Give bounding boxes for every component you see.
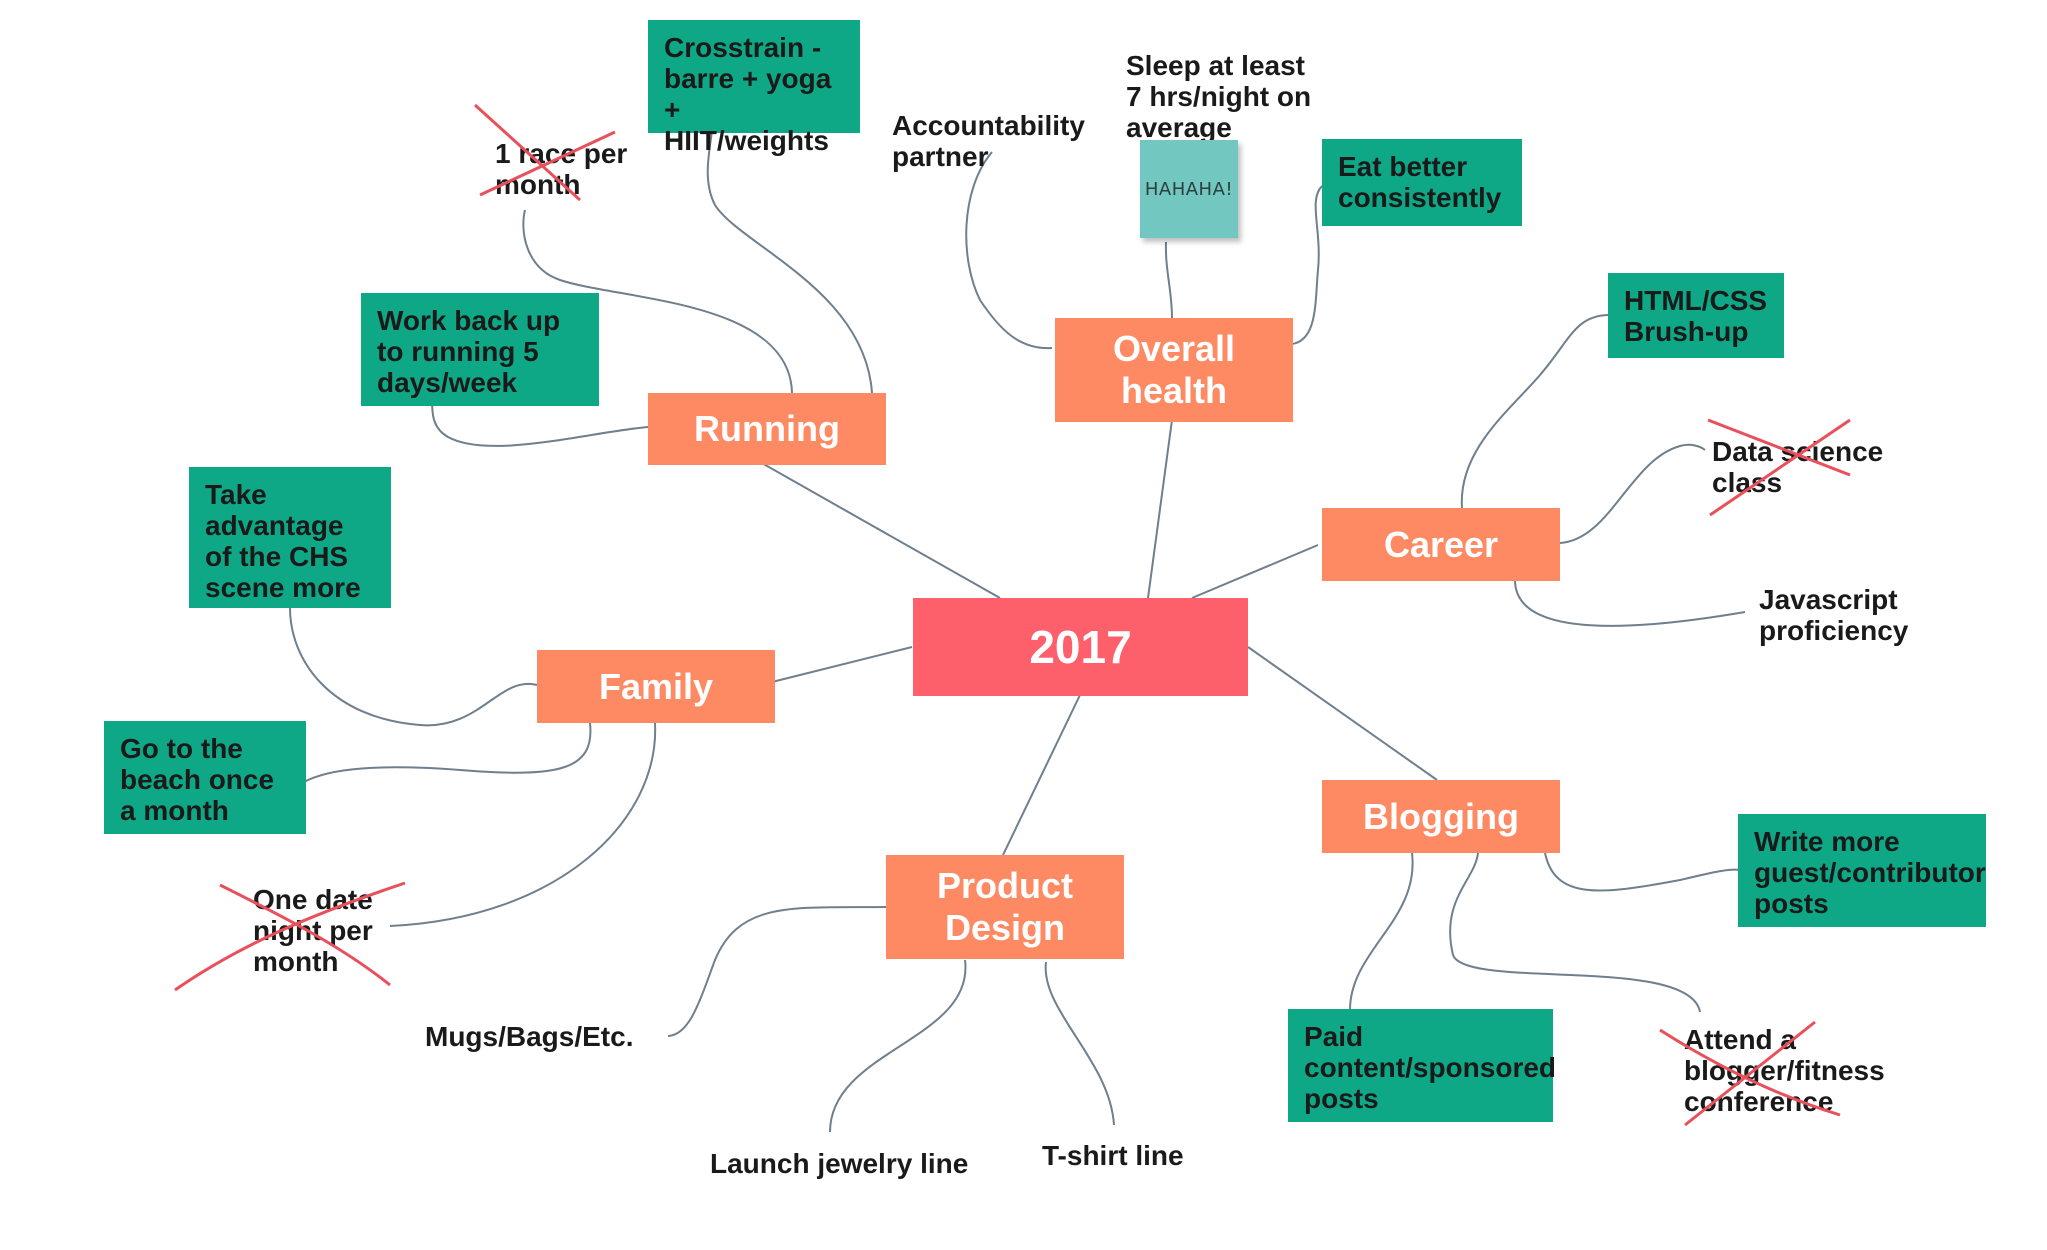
link-health-accountability [965,151,1053,350]
branch-family[interactable]: Family [537,650,775,723]
branch-product-design[interactable]: Product Design [886,855,1124,959]
link-product-mugs [667,906,887,1037]
leaf-html-css[interactable]: HTML/CSS Brush-up [1608,273,1784,358]
link-center-product [1002,694,1081,856]
branch-running[interactable]: Running [648,393,886,465]
link-center-running [759,461,1001,599]
leaf-jewelry-line[interactable]: Launch jewelry line [710,1148,969,1179]
link-center-career [1191,544,1319,599]
link-blogging-guest [1544,852,1741,892]
link-health-sleep [1164,241,1173,319]
link-running-work [431,404,649,447]
strike-mark-race [473,103,616,202]
leaf-crosstrain[interactable]: Crosstrain - barre + yoga + HIIT/weights [648,20,860,156]
link-product-jewelry [829,959,967,1133]
sticky-note[interactable]: HAHAHA! [1140,140,1238,238]
link-running-race [522,209,793,394]
link-career-html [1460,314,1609,509]
strike-mark-conference [1659,1020,1841,1127]
leaf-tshirt-line[interactable]: T-shirt line [1042,1140,1184,1171]
leaf-date-night[interactable]: One date night per month [253,884,373,977]
leaf-accountability[interactable]: Accountability partner [892,110,1085,172]
leaf-chs-scene[interactable]: Take advantage of the CHS scene more [189,467,391,608]
link-family-date [389,722,657,927]
link-product-tshirt [1044,961,1115,1126]
leaf-guest-posts[interactable]: Write more guest/contributor posts [1738,814,1986,927]
branch-blogging[interactable]: Blogging [1322,780,1560,853]
leaf-work-back-up[interactable]: Work back up to running 5 days/week [361,293,599,406]
leaf-javascript[interactable]: Javascript proficiency [1759,584,1909,646]
link-running-crosstrain [706,129,873,394]
link-center-blogging [1247,646,1438,781]
link-family-chs [289,607,538,727]
strike-mark-data-science [1707,418,1851,517]
link-center-family [771,646,913,683]
strike-mark-date-night [174,881,406,992]
leaf-sleep[interactable]: Sleep at least 7 hrs/night on average [1126,50,1312,143]
link-health-eat [1291,185,1323,345]
leaf-beach[interactable]: Go to the beach once a month [104,721,306,834]
leaf-eat-better[interactable]: Eat better consistently [1322,139,1522,226]
leaf-paid-content[interactable]: Paid content/sponsored posts [1288,1009,1556,1122]
link-family-beach [303,722,592,783]
link-career-data [1559,443,1706,544]
branch-overall-health[interactable]: Overall health [1055,318,1293,422]
link-center-health [1147,419,1173,599]
central-topic[interactable]: 2017 [913,598,1248,696]
link-career-js [1514,579,1746,627]
leaf-mugs-bags[interactable]: Mugs/Bags/Etc. [425,1021,634,1052]
link-blogging-conference [1449,852,1701,1013]
branch-career[interactable]: Career [1322,508,1560,581]
leaf-blogger-conference[interactable]: Attend a blogger/fitness conference [1684,1024,1885,1117]
leaf-data-science[interactable]: Data science class [1712,436,1884,498]
link-blogging-paid [1349,852,1414,1011]
